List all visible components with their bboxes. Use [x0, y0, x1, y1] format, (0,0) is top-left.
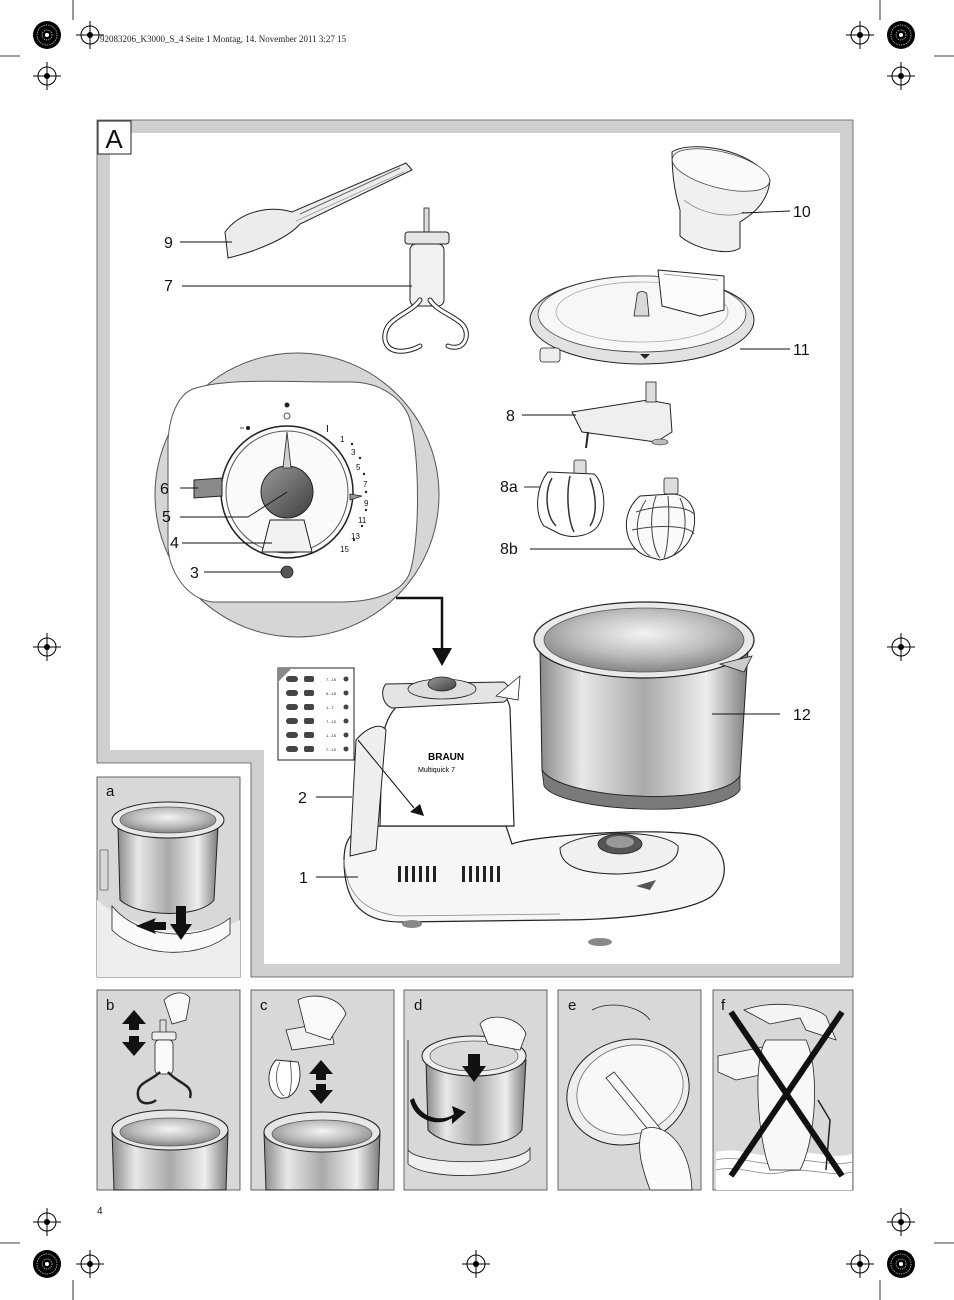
callout-9: 9 — [164, 235, 173, 252]
panel-c — [250, 989, 395, 1191]
panel-a-label: a — [106, 783, 115, 800]
callout-2: 2 — [298, 790, 307, 807]
dial-number-7: 7 — [363, 480, 368, 489]
callout-10: 10 — [793, 204, 811, 221]
kitchen-machine-illustration — [343, 675, 725, 946]
panel-f-label: f — [721, 997, 726, 1014]
panel-b-label: b — [106, 997, 114, 1014]
lid-illustration — [529, 269, 755, 365]
whisk-illustration — [626, 477, 696, 561]
speed-range-2: 5...15 — [326, 691, 337, 696]
panel-f — [712, 989, 854, 1191]
panel-e-label: e — [568, 997, 576, 1014]
callout-8a: 8a — [500, 479, 518, 496]
callout-7: 7 — [164, 278, 173, 295]
dial-number-13: 13 — [351, 532, 360, 541]
brand-logo: BRAUN — [428, 752, 464, 763]
callout-3: 3 — [190, 565, 199, 582]
speed-range-3: 1...7 — [326, 705, 335, 710]
dial-number-1: 1 — [340, 435, 345, 444]
feed-tube-illustration — [671, 146, 771, 253]
callout-1: 1 — [299, 870, 308, 887]
dough-hook-illustration — [382, 207, 469, 354]
callout-4: 4 — [170, 535, 179, 552]
panel-a — [96, 776, 241, 978]
dial-number-9: 9 — [364, 499, 369, 508]
page-number: 4 — [97, 1206, 103, 1217]
callout-8: 8 — [506, 408, 515, 425]
panel-e — [557, 989, 702, 1191]
callout-11: 11 — [793, 342, 810, 359]
dial-number-11: 11 — [358, 516, 367, 525]
panel-c-label: c — [260, 997, 268, 1014]
print-info: 92083206_K3000_S_4 Seite 1 Montag, 14. N… — [100, 34, 347, 44]
flat-beater-illustration — [537, 459, 605, 537]
callout-6: 6 — [160, 481, 169, 498]
speed-range-5: 1...15 — [326, 733, 337, 738]
panel-d-label: d — [414, 997, 422, 1014]
figure-a-title: A — [105, 124, 123, 154]
drive-unit-illustration — [571, 381, 673, 449]
panel-d — [403, 989, 548, 1191]
dial-number-15: 15 — [340, 545, 349, 554]
mixing-bowl-illustration — [533, 601, 755, 810]
leader-lines — [180, 210, 791, 878]
callout-8b: 8b — [500, 541, 518, 558]
model-name: Multiquick 7 — [418, 767, 455, 774]
detail-arrow — [396, 596, 444, 650]
callout-12: 12 — [793, 707, 811, 724]
spatula-illustration — [224, 162, 413, 259]
callout-5: 5 — [162, 509, 171, 526]
control-dial-detail — [154, 352, 440, 638]
speed-range-6: 7...15 — [326, 747, 337, 752]
panel-b — [96, 989, 241, 1191]
speed-range-1: 7...15 — [326, 677, 337, 682]
dial-number-5: 5 — [356, 463, 361, 472]
dial-mark-i: I — [326, 424, 329, 435]
dial-number-3: 3 — [351, 448, 356, 457]
detail-arrow-head — [432, 648, 452, 666]
speed-range-4: 7...15 — [326, 719, 337, 724]
speed-chart-card — [277, 667, 355, 761]
